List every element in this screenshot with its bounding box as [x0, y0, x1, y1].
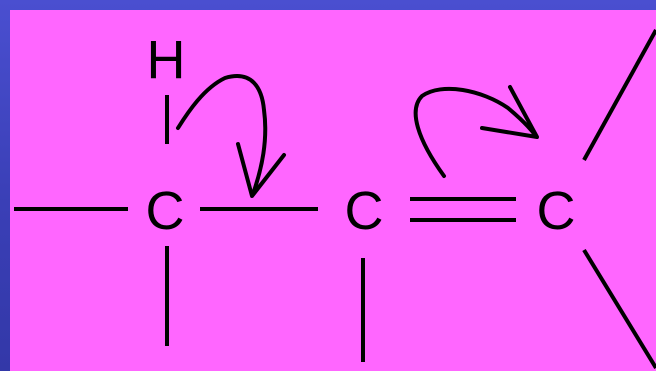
bond-c3-upper-right — [582, 29, 656, 161]
atom-label-c2: C — [345, 181, 384, 241]
atom-label-c3: C — [537, 181, 576, 241]
curly-arrow-2-head — [480, 85, 539, 139]
atom-label-c1: C — [146, 181, 185, 241]
atom-label-h: H — [147, 30, 186, 90]
curly-arrow-1-head — [236, 142, 286, 198]
diagram-panel — [10, 10, 656, 371]
curly-arrow-2 — [413, 86, 538, 178]
bond-c3-lower-right — [582, 248, 656, 370]
curly-arrow-1 — [176, 74, 268, 196]
